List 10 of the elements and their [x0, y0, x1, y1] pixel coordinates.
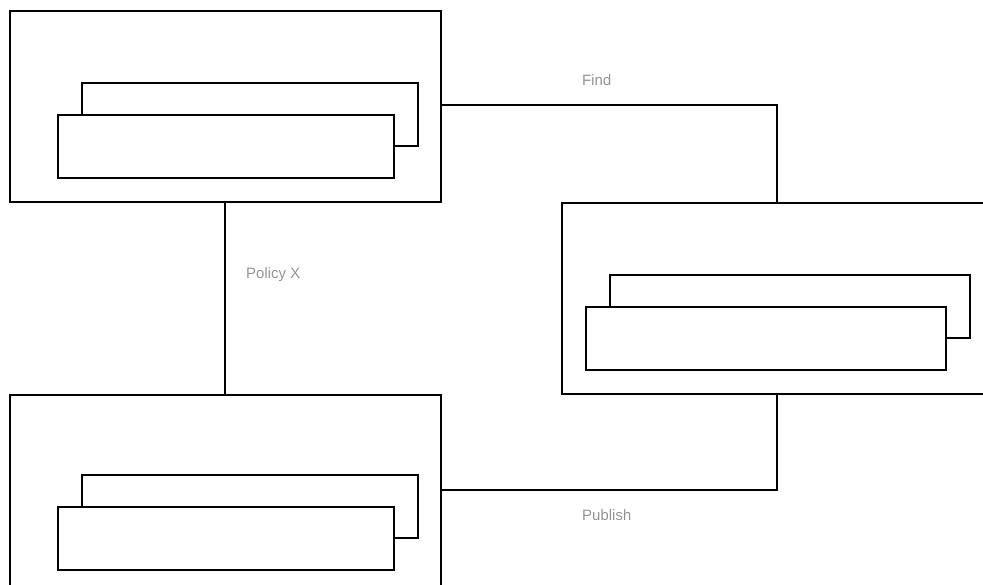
- connector-line: [442, 104, 778, 202]
- connector-line: [442, 395, 778, 491]
- inner-stacked-box: [57, 82, 419, 179]
- outer-box: [9, 10, 442, 203]
- outer-box: [9, 394, 442, 585]
- inner-stacked-box: [57, 474, 419, 571]
- outer-box: [561, 202, 983, 395]
- connector-line: [224, 203, 226, 394]
- edge-label: Policy X: [244, 265, 302, 282]
- inner-stacked-box: [585, 274, 971, 371]
